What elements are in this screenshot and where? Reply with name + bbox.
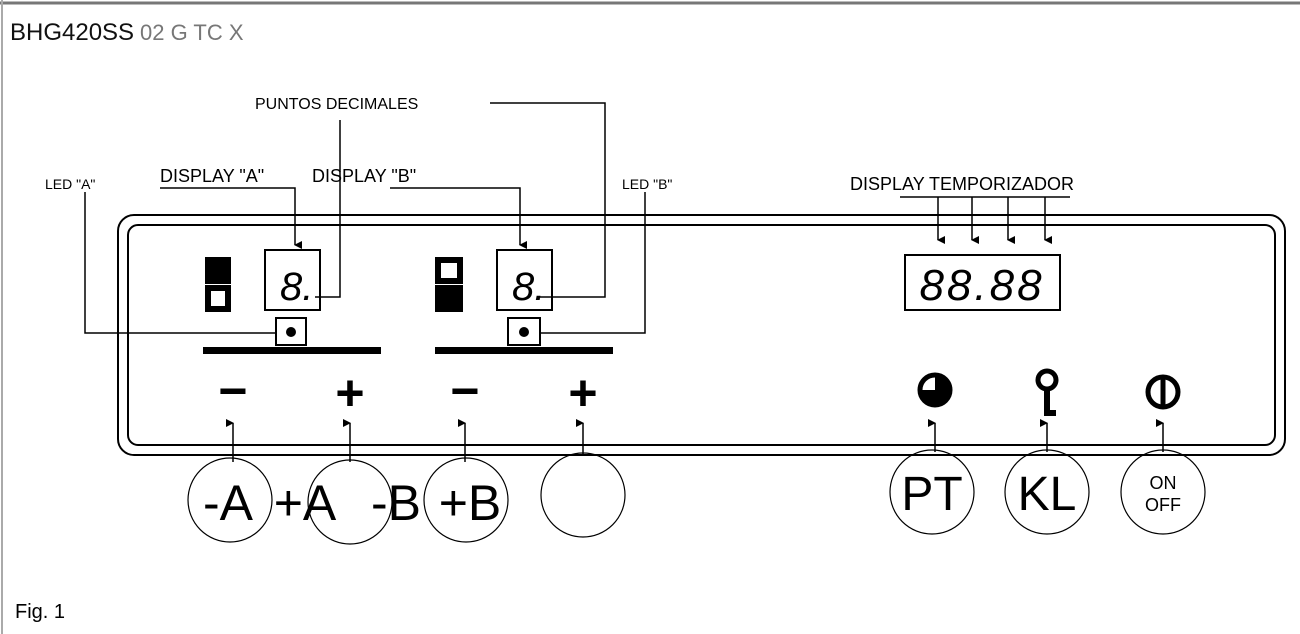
minus-a-symbol[interactable]: − — [218, 363, 247, 419]
decimal-points-label: PUNTOS DECIMALES — [255, 96, 418, 113]
power-icon[interactable] — [1145, 374, 1181, 410]
zone-b-button[interactable] — [507, 317, 541, 346]
pt-label: PT — [901, 468, 962, 521]
minus-b-label: -B — [371, 475, 421, 531]
zone-a-dot — [286, 327, 296, 337]
key-icon[interactable] — [1035, 368, 1059, 416]
kl-button[interactable] — [1004, 449, 1090, 535]
display-b-value: 8. — [512, 265, 545, 309]
led-b-label: LED "B" — [622, 176, 672, 192]
panel-inner — [127, 224, 1276, 446]
zone-a-button[interactable] — [275, 317, 307, 346]
zone-a-bar — [203, 347, 381, 354]
display-b-label: DISPLAY "B" — [312, 166, 416, 186]
timer-display-label: DISPLAY TEMPORIZADOR — [850, 174, 1074, 194]
display-a-value: 8. — [280, 265, 313, 309]
display-a-label: DISPLAY "A" — [160, 166, 264, 186]
blank-button[interactable] — [540, 452, 626, 538]
minus-b-symbol[interactable]: − — [450, 363, 479, 419]
pt-button[interactable] — [889, 449, 975, 535]
clock-icon[interactable] — [917, 372, 953, 408]
zone-b-dot — [519, 327, 529, 337]
model-title: BHG420SS — [10, 19, 134, 46]
kl-label: KL — [1018, 468, 1077, 521]
leader-lines — [84, 102, 1164, 462]
figure-caption: Fig. 1 — [15, 601, 65, 623]
on-label: ON — [1150, 473, 1177, 493]
plus-b-button[interactable] — [423, 457, 509, 543]
timer-display — [904, 254, 1061, 311]
plus-a-button-circle[interactable] — [307, 459, 393, 545]
plus-b-symbol[interactable]: + — [568, 365, 597, 421]
led-b — [435, 257, 463, 312]
display-a — [264, 249, 321, 311]
led-a-label: LED "A" — [45, 176, 95, 192]
minus-a-button[interactable] — [187, 457, 273, 543]
off-label: OFF — [1145, 495, 1181, 515]
plus-a-label: +A — [274, 475, 337, 531]
led-a — [205, 257, 231, 312]
plus-b-label: +B — [439, 475, 502, 531]
timer-display-value: 88.88 — [919, 261, 1044, 310]
on-off-button[interactable] — [1120, 449, 1206, 535]
display-b — [496, 249, 553, 311]
panel-outer — [117, 214, 1286, 456]
underlying-model-text: 02 G TC X — [140, 20, 244, 45]
zone-b-bar — [435, 347, 613, 354]
plus-a-symbol[interactable]: + — [335, 365, 364, 421]
minus-a-label: -A — [203, 475, 254, 531]
